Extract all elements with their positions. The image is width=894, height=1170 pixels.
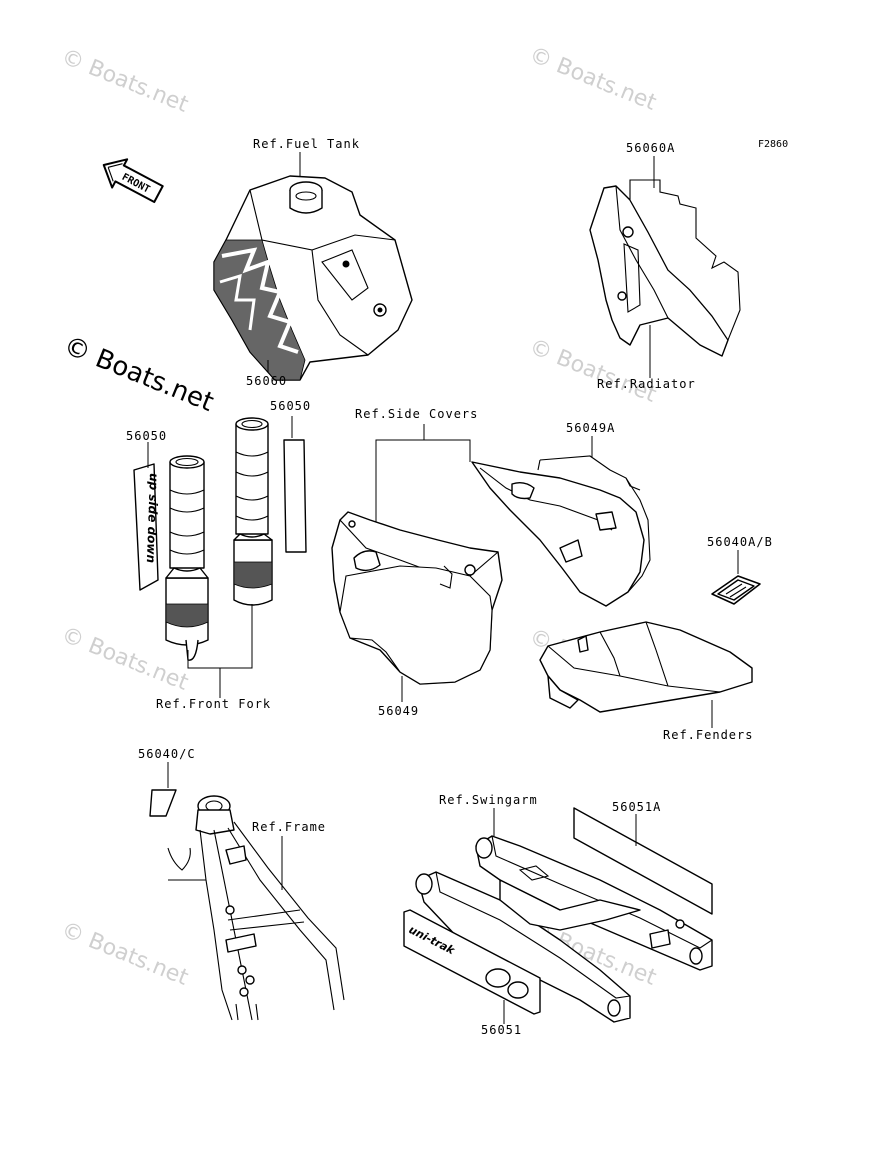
radiator-decal-56060a	[629, 179, 741, 342]
label-56040c: 56040/C	[138, 747, 196, 761]
watermark-bold: © Boats.net	[59, 331, 217, 418]
swingarm	[415, 835, 713, 1023]
side-cover-right	[471, 461, 645, 607]
front-arrow-icon: FRONT	[102, 158, 164, 204]
fork-decal-left-56050: up side down	[133, 463, 161, 591]
label-ref-front-fork: Ref.Front Fork	[156, 697, 271, 711]
label-56060a: 56060A	[626, 141, 675, 155]
side-cover-decal-56049	[339, 565, 493, 685]
front-fork-tube-right	[233, 417, 273, 606]
label-56040ab: 56040A/B	[707, 535, 773, 549]
watermark: © Boats.net	[526, 334, 660, 408]
watermark: © Boats.net	[58, 44, 192, 118]
watermark: © Boats.net	[58, 917, 192, 991]
front-fork-tube-left	[165, 455, 209, 661]
tank-decal-56060	[213, 239, 306, 381]
label-ref-swingarm: Ref.Swingarm	[439, 793, 538, 807]
fork-decal-right-56050	[283, 439, 307, 553]
frame-decal-56040c	[149, 789, 177, 817]
label-ref-radiator: Ref.Radiator	[597, 377, 696, 391]
label-56051a: 56051A	[612, 800, 661, 814]
figure-id: F2860	[758, 139, 788, 150]
label-56060: 56060	[246, 374, 287, 388]
side-cover-decal-56049a	[537, 455, 651, 593]
frame	[149, 762, 345, 1021]
label-56049: 56049	[378, 704, 419, 718]
fork-decal-text: up side down	[144, 473, 161, 563]
label-ref-side-covers: Ref.Side Covers	[355, 407, 478, 421]
watermark: © Boats.net	[526, 42, 660, 116]
radiator-shroud	[589, 185, 729, 357]
label-ref-frame: Ref.Frame	[252, 820, 326, 834]
label-plate-56040ab	[711, 575, 761, 605]
rear-fender	[539, 621, 753, 713]
label-ref-fenders: Ref.Fenders	[663, 728, 753, 742]
label-56049a: 56049A	[566, 421, 615, 435]
label-56050-left: 56050	[126, 429, 167, 443]
swingarm-decal-56051a	[573, 807, 713, 915]
label-56050-right: 56050	[270, 399, 311, 413]
label-ref-fuel-tank: Ref.Fuel Tank	[253, 137, 360, 151]
label-56051: 56051	[481, 1023, 522, 1037]
